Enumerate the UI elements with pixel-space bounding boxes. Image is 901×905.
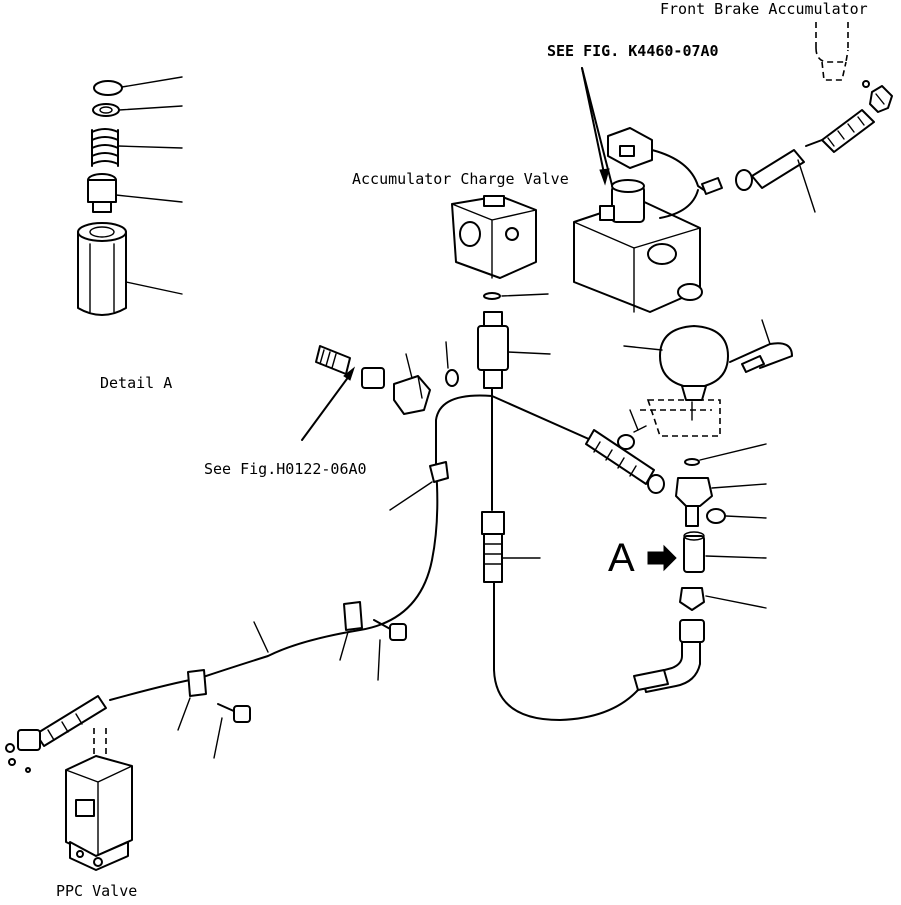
see-fig-h0122-label: See Fig.H0122-06A0 [204, 460, 367, 478]
ppc-valve-body [5, 695, 133, 871]
left-elbow-fittings [301, 341, 459, 441]
charge-valve-block-assembly [573, 67, 723, 313]
detail-a-marker: A [608, 536, 635, 580]
center-filter-fitting [477, 311, 647, 721]
brake-accumulator-sphere [617, 319, 793, 450]
right-valve-stack [633, 443, 767, 693]
accumulator-charge-valve-label: Accumulator Charge Valve [352, 170, 569, 188]
ppc-valve-label: PPC Valve [56, 882, 138, 900]
accumulator-charge-valve [451, 195, 549, 300]
see-fig-k4460-label: SEE FIG. K4460-07A0 [547, 42, 719, 60]
diagonal-brake-hose [491, 395, 665, 494]
detail-a-label: Detail A [100, 374, 173, 392]
wire-harness-to-ppc [109, 394, 493, 759]
front-brake-accumulator-label: Front Brake Accumulator [660, 0, 868, 18]
detail-a-exploded-parts [77, 76, 183, 316]
front-brake-accumulator-connection [735, 22, 893, 213]
